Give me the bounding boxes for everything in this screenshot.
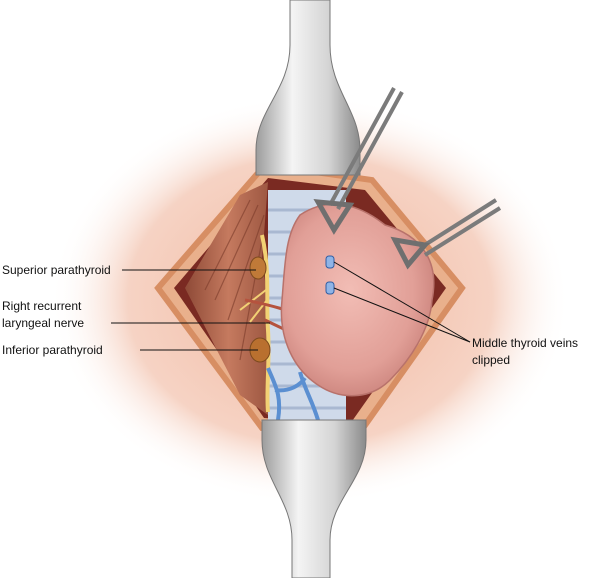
thyroid-veins: [266, 367, 320, 421]
label-veins-line2: clipped: [472, 353, 510, 367]
upper-retractor: [255, 0, 361, 176]
thyroid-lobe: [280, 203, 435, 397]
leader-lines: [111, 261, 471, 351]
vein-clip-lower: [325, 281, 335, 295]
label-veins-line1: Middle thyroid veins: [472, 336, 578, 350]
recurrent-laryngeal-nerve: [260, 234, 271, 413]
leader-veins-upper: [333, 261, 471, 343]
leader-veins-lower: [333, 287, 471, 343]
superior-parathyroid-gland: [249, 256, 267, 280]
upper-clamp: [313, 87, 404, 235]
vein-clip-upper: [325, 255, 335, 269]
label-rln-line2: laryngeal nerve: [2, 316, 84, 330]
right-clamp: [390, 198, 502, 270]
label-inferior-parathyroid: Inferior parathyroid: [2, 343, 103, 357]
label-rln-line1: Right recurrent: [2, 299, 82, 313]
lower-retractor: [261, 419, 367, 578]
strap-muscle: [185, 182, 272, 415]
muscle-striations: [204, 199, 265, 361]
label-superior-parathyroid: Superior parathyroid: [2, 263, 111, 277]
